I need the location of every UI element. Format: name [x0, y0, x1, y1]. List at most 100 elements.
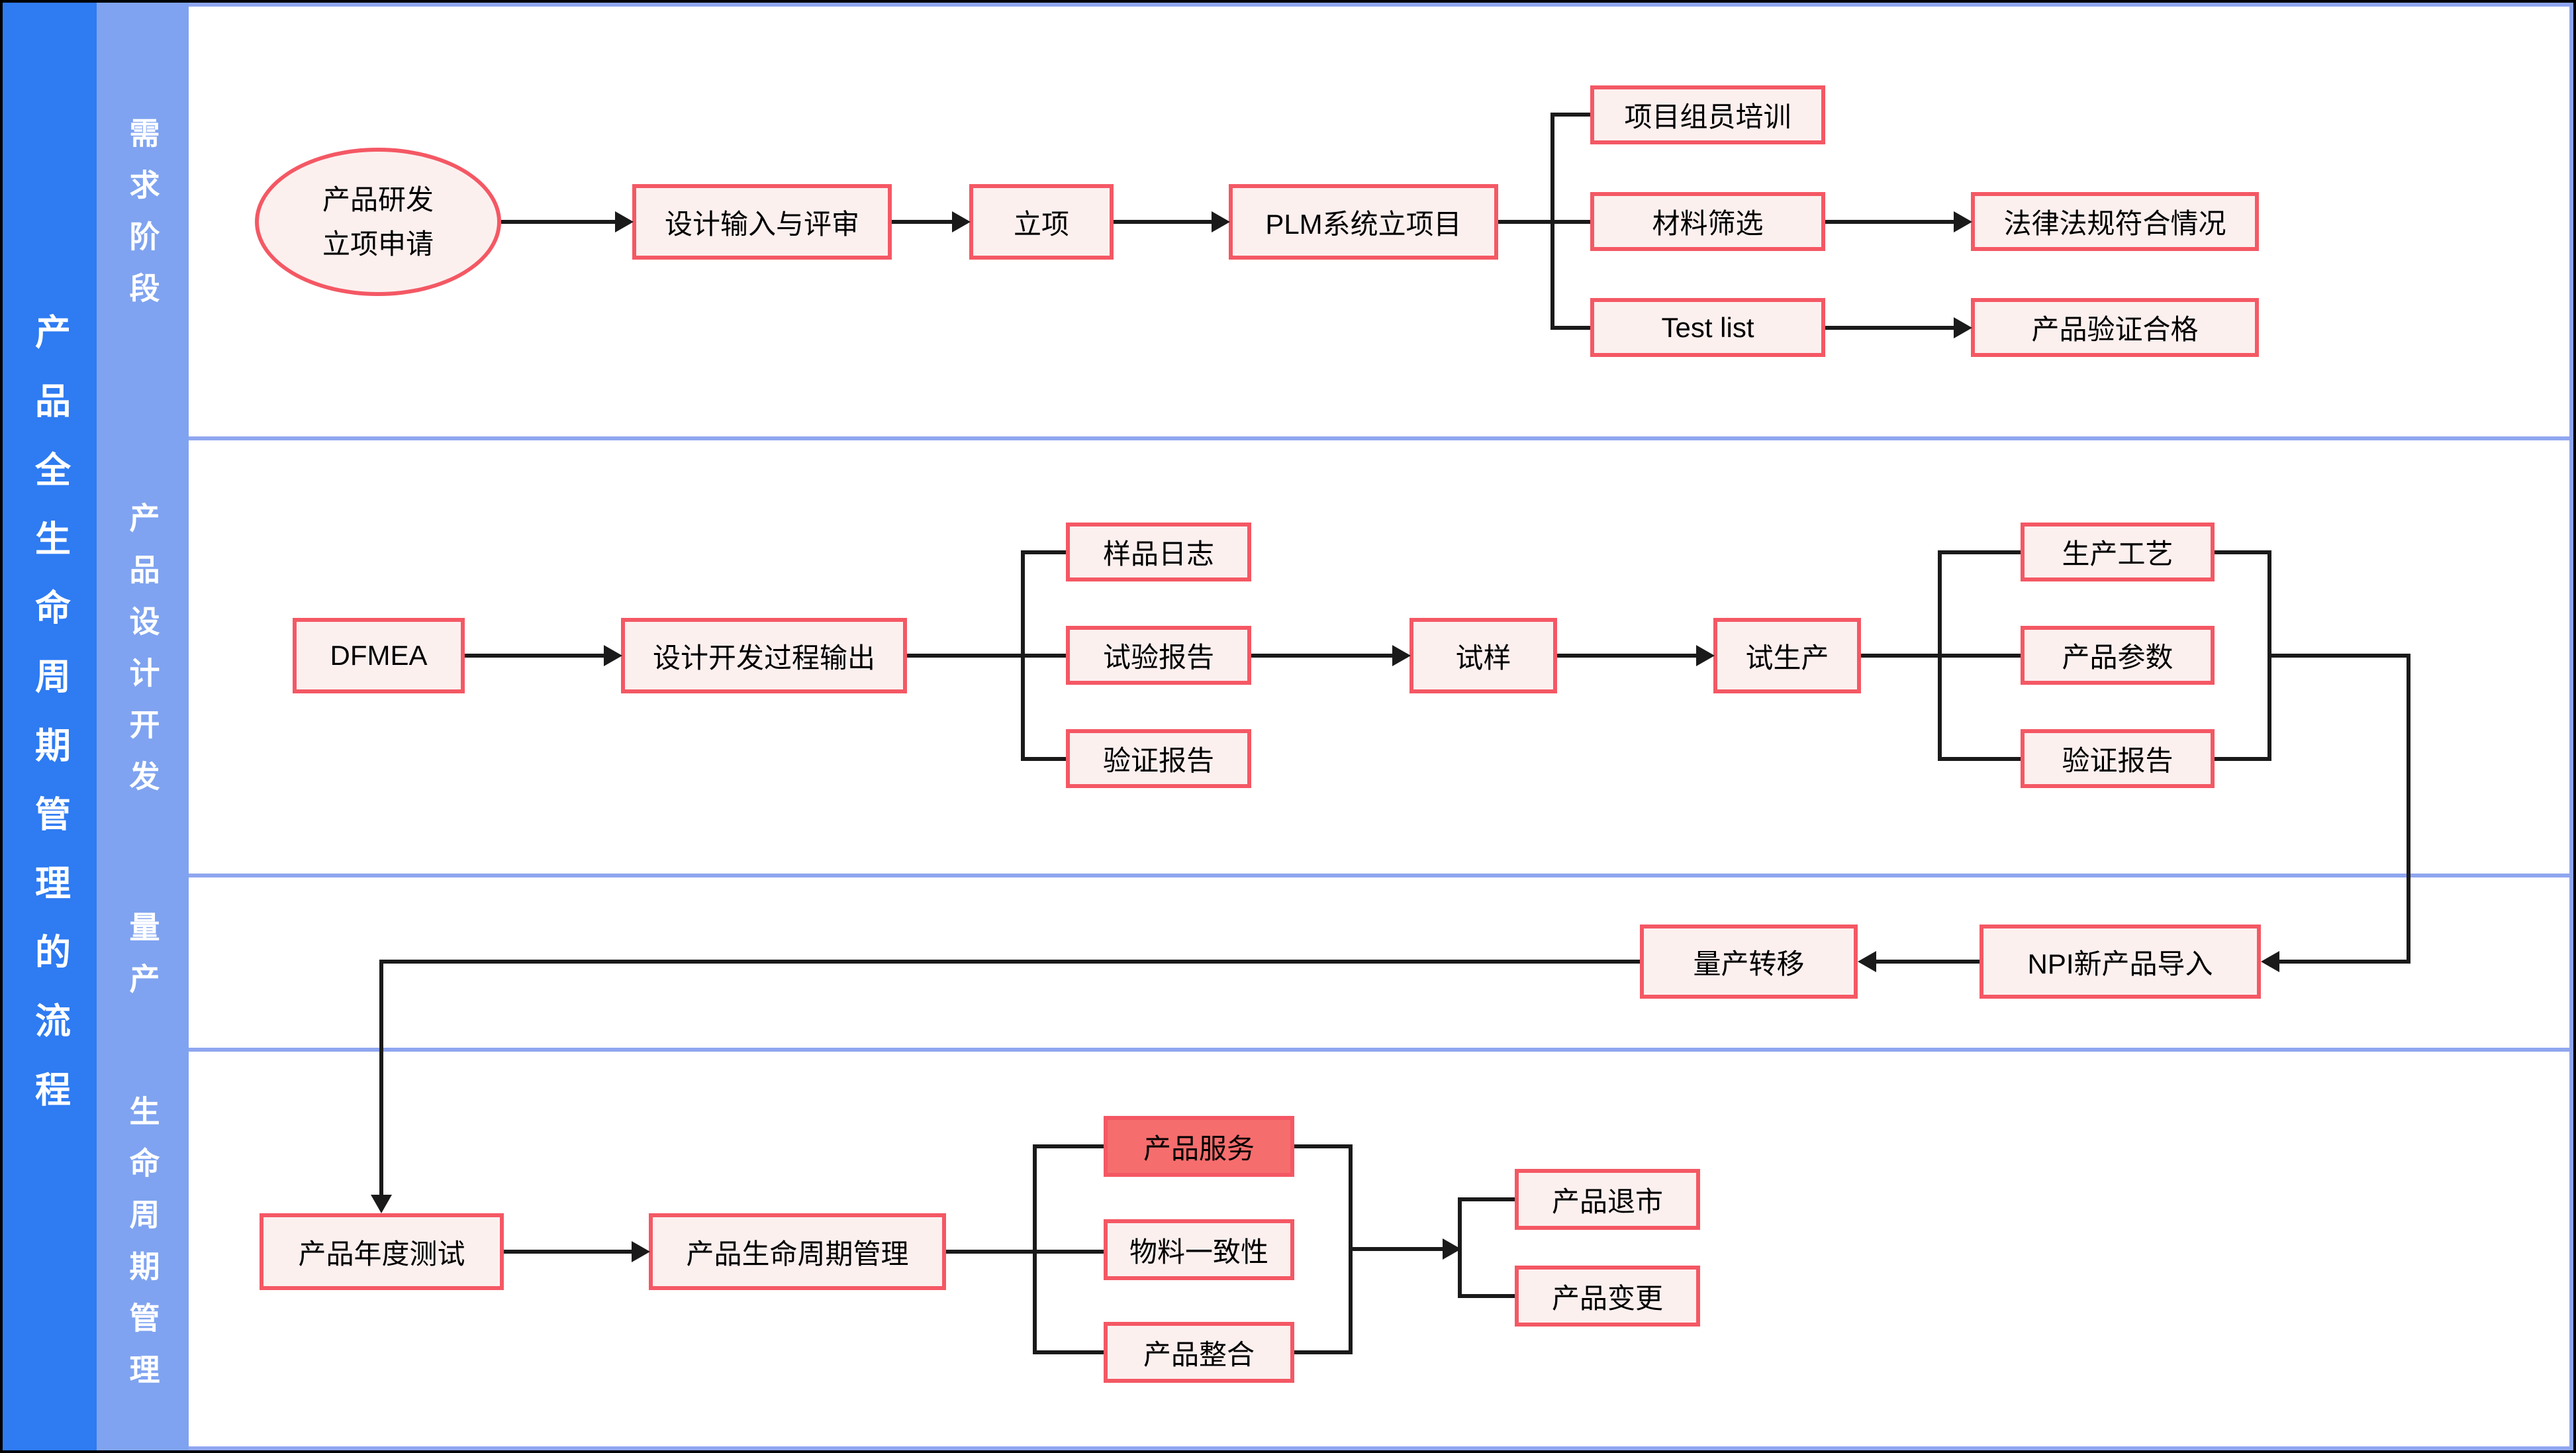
phase-label-mass-production: 量产	[125, 911, 160, 1015]
phase-column	[97, 3, 189, 1450]
arrowhead-annual-test	[371, 1195, 392, 1213]
node-label: 量产转移	[1693, 948, 1805, 979]
node-npi-introduction: NPI新产品导入	[1980, 925, 2261, 999]
connector-annualtest-to-lifecycle	[504, 1250, 632, 1254]
node-trial-sample: 试样	[1409, 618, 1557, 693]
band-divider-2	[189, 874, 2573, 877]
node-dfmea: DFMEA	[293, 618, 465, 693]
node-material-consistency: 物料一致性	[1104, 1219, 1294, 1280]
start-label-line1: 产品研发	[322, 183, 434, 215]
phase-band-requirements: 需求阶段	[97, 3, 189, 438]
connector-lifecycle-to-spine	[946, 1250, 1035, 1254]
phase-label-lifecycle: 生命周期管理	[125, 1095, 160, 1405]
connector-spine-to-verification1	[1023, 757, 1066, 761]
connector-output-to-spine	[907, 654, 1023, 658]
node-label: 产品整合	[1143, 1338, 1255, 1370]
connector-material-to-legal	[1825, 220, 1954, 224]
connector-plm-to-spine	[1498, 220, 1552, 224]
phase-label-design: 产品设计开发	[125, 502, 160, 812]
connector-into-npi	[2278, 960, 2409, 964]
node-label: 产品生命周期管理	[686, 1238, 909, 1270]
node-label: NPI新产品导入	[2027, 948, 2213, 979]
connector-design-input-to-approval	[892, 220, 952, 224]
arrowhead-verified	[1954, 317, 1972, 338]
arrowhead-transfer	[1858, 951, 1876, 972]
node-production-process: 生产工艺	[2021, 523, 2215, 581]
connector-fork-to-delisting	[1460, 1197, 1515, 1201]
connector-spine-to-production-process	[1940, 550, 2021, 554]
sidebar-title-column: 产品全生命周期管理的流程	[3, 3, 97, 1450]
phase-band-lifecycle: 生命周期管理	[97, 1050, 189, 1450]
phase-band-mass-production: 量产	[97, 876, 189, 1050]
node-label: 材料筛选	[1652, 208, 1764, 239]
node-product-integration: 产品整合	[1104, 1322, 1294, 1383]
connector-fork-to-change	[1460, 1294, 1515, 1298]
connector-approval-to-plm	[1114, 220, 1212, 224]
node-label: 项目组员培训	[1624, 101, 1791, 132]
node-design-process-output: 设计开发过程输出	[621, 618, 907, 693]
node-label: 产品服务	[1143, 1132, 1255, 1164]
connector-production-process-to-collector	[2215, 550, 2269, 554]
node-label: 验证报告	[1102, 745, 1214, 776]
node-trial-production: 试生产	[1713, 618, 1861, 693]
node-product-verified: 产品验证合格	[1971, 298, 2259, 357]
connector-spine-to-product-integration	[1035, 1350, 1104, 1354]
connector-spine-to-material-screening	[1552, 220, 1590, 224]
node-label: 产品验证合格	[2031, 314, 2199, 345]
node-label: 设计输入与评审	[664, 208, 859, 240]
node-verification-report-1: 验证报告	[1066, 729, 1251, 788]
connector-trialproduction-to-spine	[1861, 654, 1940, 658]
connector-spine-to-verification2	[1940, 757, 2021, 761]
connector-spine-to-team-training	[1552, 113, 1590, 117]
connector-service-to-collector	[1294, 1144, 1351, 1148]
node-label: 法律法规符合情况	[2003, 208, 2226, 239]
node-mass-production-transfer: 量产转移	[1640, 925, 1858, 999]
node-label: DFMEA	[330, 640, 428, 671]
node-annual-product-test: 产品年度测试	[260, 1213, 504, 1290]
node-label: 产品年度测试	[298, 1238, 465, 1270]
node-label: 物料一致性	[1129, 1236, 1268, 1268]
node-sample-log: 样品日志	[1066, 523, 1251, 581]
node-label: 试生产	[1745, 642, 1829, 674]
connector-spine-to-test-report	[1023, 654, 1066, 658]
band-divider-1	[189, 436, 2573, 440]
node-label: 设计开发过程输出	[652, 642, 875, 674]
band-divider-3	[189, 1048, 2573, 1052]
phase-label-requirements: 需求阶段	[125, 117, 160, 324]
node-label: 产品参数	[2062, 642, 2173, 673]
connector-trialsample-to-trialproduction	[1557, 654, 1696, 658]
arrowhead-npi	[2261, 951, 2279, 972]
node-project-approval: 立项	[969, 184, 1114, 260]
phase-band-design: 产品设计开发	[97, 438, 189, 876]
start-label-line2: 立项申请	[322, 228, 434, 260]
node-label: 生产工艺	[2062, 538, 2173, 570]
connector-dfmea-to-output	[465, 654, 604, 658]
node-label: Test list	[1661, 311, 1754, 343]
node-lifecycle-management: 产品生命周期管理	[649, 1213, 946, 1290]
node-label: 试验报告	[1102, 642, 1214, 673]
connector-collector-to-fork	[1351, 1247, 1443, 1251]
node-product-change: 产品变更	[1515, 1266, 1700, 1327]
connector-integration-to-collector	[1294, 1350, 1351, 1354]
node-label: 立项	[1013, 208, 1069, 240]
connector-testlist-to-verified	[1825, 326, 1954, 330]
connector-drop-to-npi	[2407, 654, 2410, 964]
connector-collector-takeoff	[2269, 654, 2409, 658]
arrowhead-output	[604, 645, 622, 666]
node-label: 样品日志	[1102, 538, 1214, 570]
connector-spine-to-product-parameters	[1940, 654, 2021, 658]
node-label: 产品退市	[1551, 1185, 1663, 1217]
arrowhead-plm	[1212, 211, 1230, 232]
node-design-input-review: 设计输入与评审	[632, 184, 892, 260]
node-verification-report-2: 验证报告	[2021, 729, 2215, 788]
node-label: PLM系统立项目	[1265, 208, 1462, 240]
connector-spine-to-sample-log	[1023, 550, 1066, 554]
node-test-report: 试验报告	[1066, 626, 1251, 685]
arrowhead-trial-sample	[1392, 645, 1411, 666]
node-plm-project: PLM系统立项目	[1229, 184, 1498, 260]
arrowhead-design-input	[615, 211, 634, 232]
connector-verification2-to-collector	[2215, 757, 2269, 761]
arrowhead-approval	[952, 211, 971, 232]
diagram-title: 产品全生命周期管理的流程	[29, 313, 70, 1140]
connector-transfer-to-left	[383, 960, 1640, 964]
